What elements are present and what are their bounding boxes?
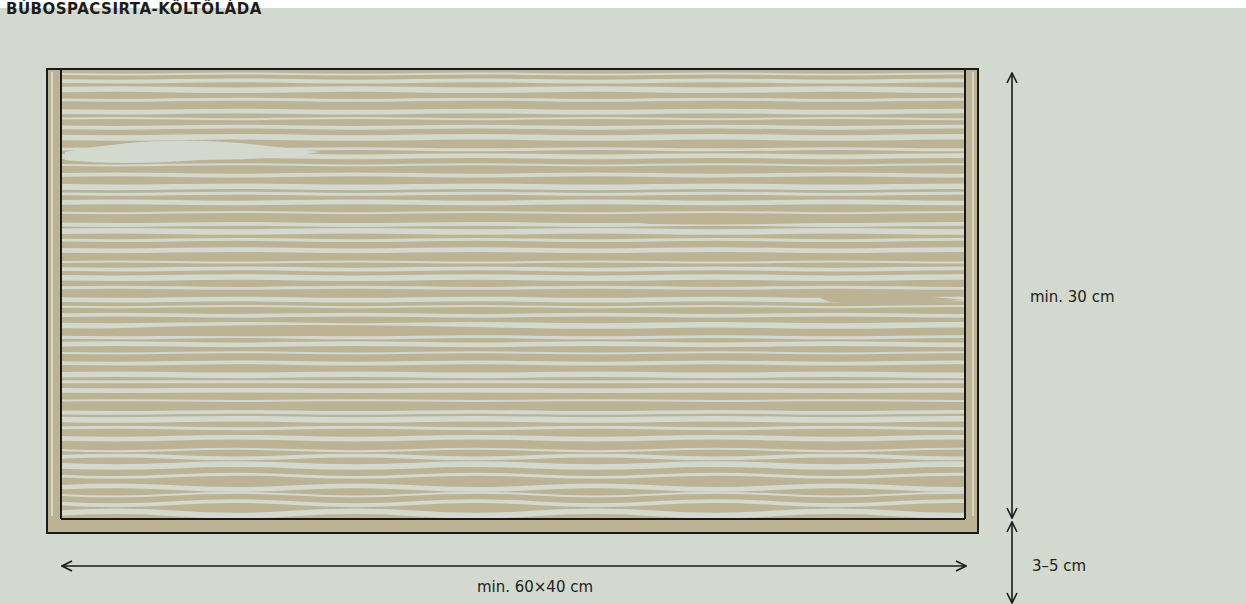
grain-line xyxy=(61,212,965,213)
box-outline xyxy=(47,69,978,533)
grain-line xyxy=(61,399,965,402)
wood-knot xyxy=(70,325,560,336)
grain-line xyxy=(61,73,965,74)
grain-line xyxy=(61,315,965,316)
grain-line xyxy=(61,250,965,251)
grain-line xyxy=(61,202,965,203)
dimension-arrow xyxy=(1011,73,1013,518)
grain-line xyxy=(61,325,965,326)
grain-line xyxy=(61,449,965,451)
grain-line xyxy=(61,352,965,353)
grain-line xyxy=(61,511,965,515)
grain-line xyxy=(61,164,965,165)
grain-line xyxy=(61,89,965,90)
grain-line xyxy=(61,388,965,393)
grain-line xyxy=(61,437,965,439)
grain-line xyxy=(61,412,965,413)
grain-line xyxy=(61,127,965,128)
grain-line xyxy=(61,186,965,187)
side-wall xyxy=(47,69,61,519)
grain-line xyxy=(61,493,965,497)
wood-knot xyxy=(820,294,965,303)
grain-line xyxy=(61,99,965,100)
dimension-arrow xyxy=(62,565,966,567)
grain-line xyxy=(61,268,965,269)
grain-line xyxy=(61,118,965,119)
grain-line xyxy=(61,486,965,490)
grain-line xyxy=(61,362,965,363)
grain-line xyxy=(61,474,965,477)
wood-grain xyxy=(61,73,965,515)
grain-line xyxy=(61,501,965,505)
grain-line xyxy=(61,137,965,138)
bottom-plate xyxy=(47,519,978,533)
grain-line xyxy=(61,456,965,459)
grain-line xyxy=(61,380,965,383)
grain-line xyxy=(61,231,965,232)
grain-line xyxy=(61,261,965,262)
grain-line xyxy=(61,277,965,278)
dimension-label: 3–5 cm xyxy=(1032,557,1086,575)
wood-knot xyxy=(610,215,960,224)
grain-line xyxy=(61,427,965,429)
grain-line xyxy=(61,239,965,240)
grain-line xyxy=(61,337,965,338)
wood-knot xyxy=(65,140,320,163)
grain-line xyxy=(61,287,965,288)
grain-line xyxy=(61,464,965,467)
dimension-label: min. 60×40 cm xyxy=(477,578,593,596)
grain-line xyxy=(61,306,965,307)
grain-line xyxy=(61,374,965,375)
title: BÚBOSPACSIRTA-KÖLTŐLÁDA xyxy=(6,1,262,18)
dimension-arrow xyxy=(1011,522,1013,603)
side-wall xyxy=(965,69,978,519)
grain-line xyxy=(61,111,965,112)
grain-line xyxy=(61,344,965,345)
grain-line xyxy=(61,174,965,175)
grain-line xyxy=(61,80,965,81)
grain-line xyxy=(61,224,965,225)
grain-line xyxy=(61,419,965,420)
grain-line xyxy=(61,193,965,194)
dimension-label: min. 30 cm xyxy=(1030,288,1115,306)
